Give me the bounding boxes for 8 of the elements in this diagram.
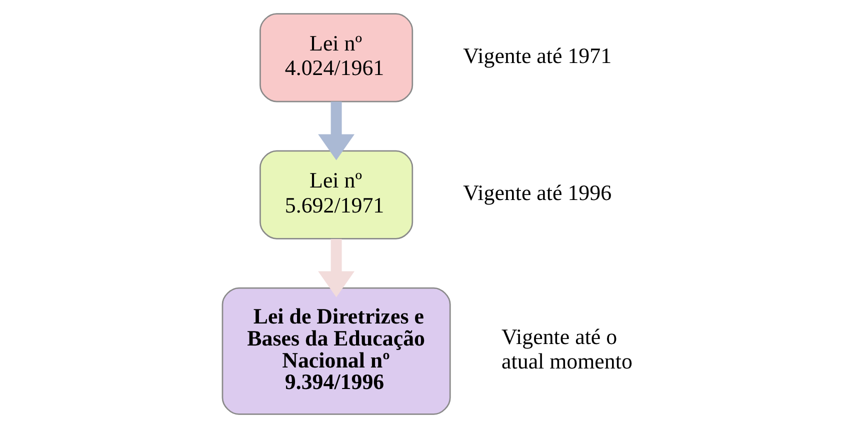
node-box: Lei de Diretrizes e Bases da Educação Nacional nº 9.394/1996 — [222, 287, 451, 415]
arrow — [318, 238, 355, 298]
node-box: Lei nº 4.024/1961 — [260, 13, 414, 102]
node-label: Vigente até 1996 — [463, 180, 612, 206]
arrow — [318, 102, 355, 160]
node-box: Lei nº 5.692/1971 — [260, 150, 414, 240]
node-label: Vigente até 1971 — [463, 42, 612, 68]
node-label: Vigente até o atual momento — [502, 324, 632, 374]
